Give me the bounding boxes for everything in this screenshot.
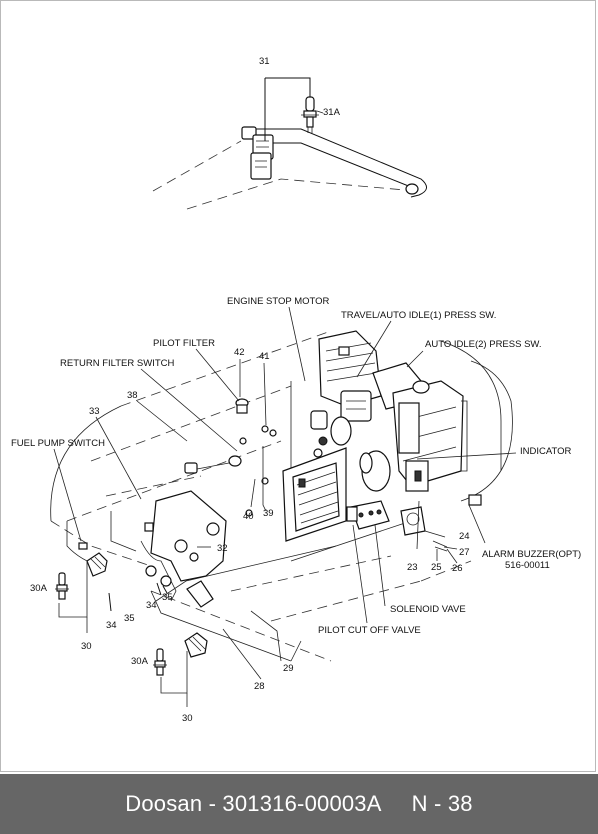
num-29: 29 [283, 663, 294, 674]
num-35-a: 35 [162, 592, 173, 603]
left-assemblies [78, 398, 277, 608]
num-34-a: 34 [146, 600, 157, 611]
num-38: 38 [127, 390, 138, 401]
num-25: 25 [431, 562, 442, 573]
bulb-30a-bottom [153, 648, 167, 676]
upper-frame-outline [50, 330, 513, 662]
label-alarm-buzzer: ALARM BUZZER(OPT) [482, 549, 581, 560]
diagram-frame: 31 31A ENGINE STOP MOTOR TRAVEL/AUTO IDL… [0, 0, 596, 772]
work-lamp-bottom [184, 632, 208, 658]
num-31: 31 [259, 56, 270, 67]
num-32: 32 [217, 543, 228, 554]
bulb-30a-left [55, 572, 69, 600]
part-labels: 31 31A ENGINE STOP MOTOR TRAVEL/AUTO IDL… [11, 56, 581, 724]
label-pilot-cut-off-valve: PILOT CUT OFF VALVE [318, 625, 421, 636]
num-30-bottom: 30 [182, 713, 193, 724]
label-fuel-pump-switch: FUEL PUMP SWITCH [11, 438, 105, 449]
label-auto-idle2: AUTO IDLE(2) PRESS SW. [425, 339, 542, 350]
label-pilot-filter: PILOT FILTER [153, 338, 215, 349]
num-35-b: 35 [124, 613, 135, 624]
label-return-filter-switch: RETURN FILTER SWITCH [60, 358, 174, 369]
num-39: 39 [263, 508, 274, 519]
num-34-b: 34 [106, 620, 117, 631]
num-31a: 31A [323, 107, 341, 118]
page-footer: Doosan - 301316-00003A N - 38 [0, 774, 598, 834]
num-30a-bottom: 30A [131, 656, 149, 667]
work-lamp-left [86, 552, 108, 577]
num-41: 41 [259, 351, 270, 362]
label-travel-auto-idle1: TRAVEL/AUTO IDLE(1) PRESS SW. [341, 310, 496, 321]
num-33: 33 [89, 406, 100, 417]
label-alarm-buzzer-part: 516-00011 [505, 560, 550, 571]
bulb-31a [301, 96, 319, 133]
boom-lamp-assembly [152, 77, 427, 210]
parts-diagram: 31 31A ENGINE STOP MOTOR TRAVEL/AUTO IDL… [11, 56, 581, 724]
num-30a-left: 30A [30, 583, 48, 594]
num-40: 40 [243, 511, 254, 522]
num-28: 28 [254, 681, 265, 692]
label-engine-stop-motor: ENGINE STOP MOTOR [227, 296, 330, 307]
engine-block [310, 330, 468, 492]
num-23: 23 [407, 562, 418, 573]
label-solenoid-vave: SOLENOID VAVE [390, 604, 466, 615]
label-indicator: INDICATOR [520, 446, 572, 457]
footer-brand-code: Doosan - 301316-00003A [125, 791, 382, 816]
num-42: 42 [234, 347, 245, 358]
num-26: 26 [452, 563, 463, 574]
num-30-left: 30 [81, 641, 92, 652]
num-27: 27 [459, 547, 470, 558]
control-panel [282, 447, 482, 552]
leader-lines [53, 306, 517, 707]
num-24: 24 [459, 531, 470, 542]
footer-page-number: N - 38 [411, 791, 473, 816]
